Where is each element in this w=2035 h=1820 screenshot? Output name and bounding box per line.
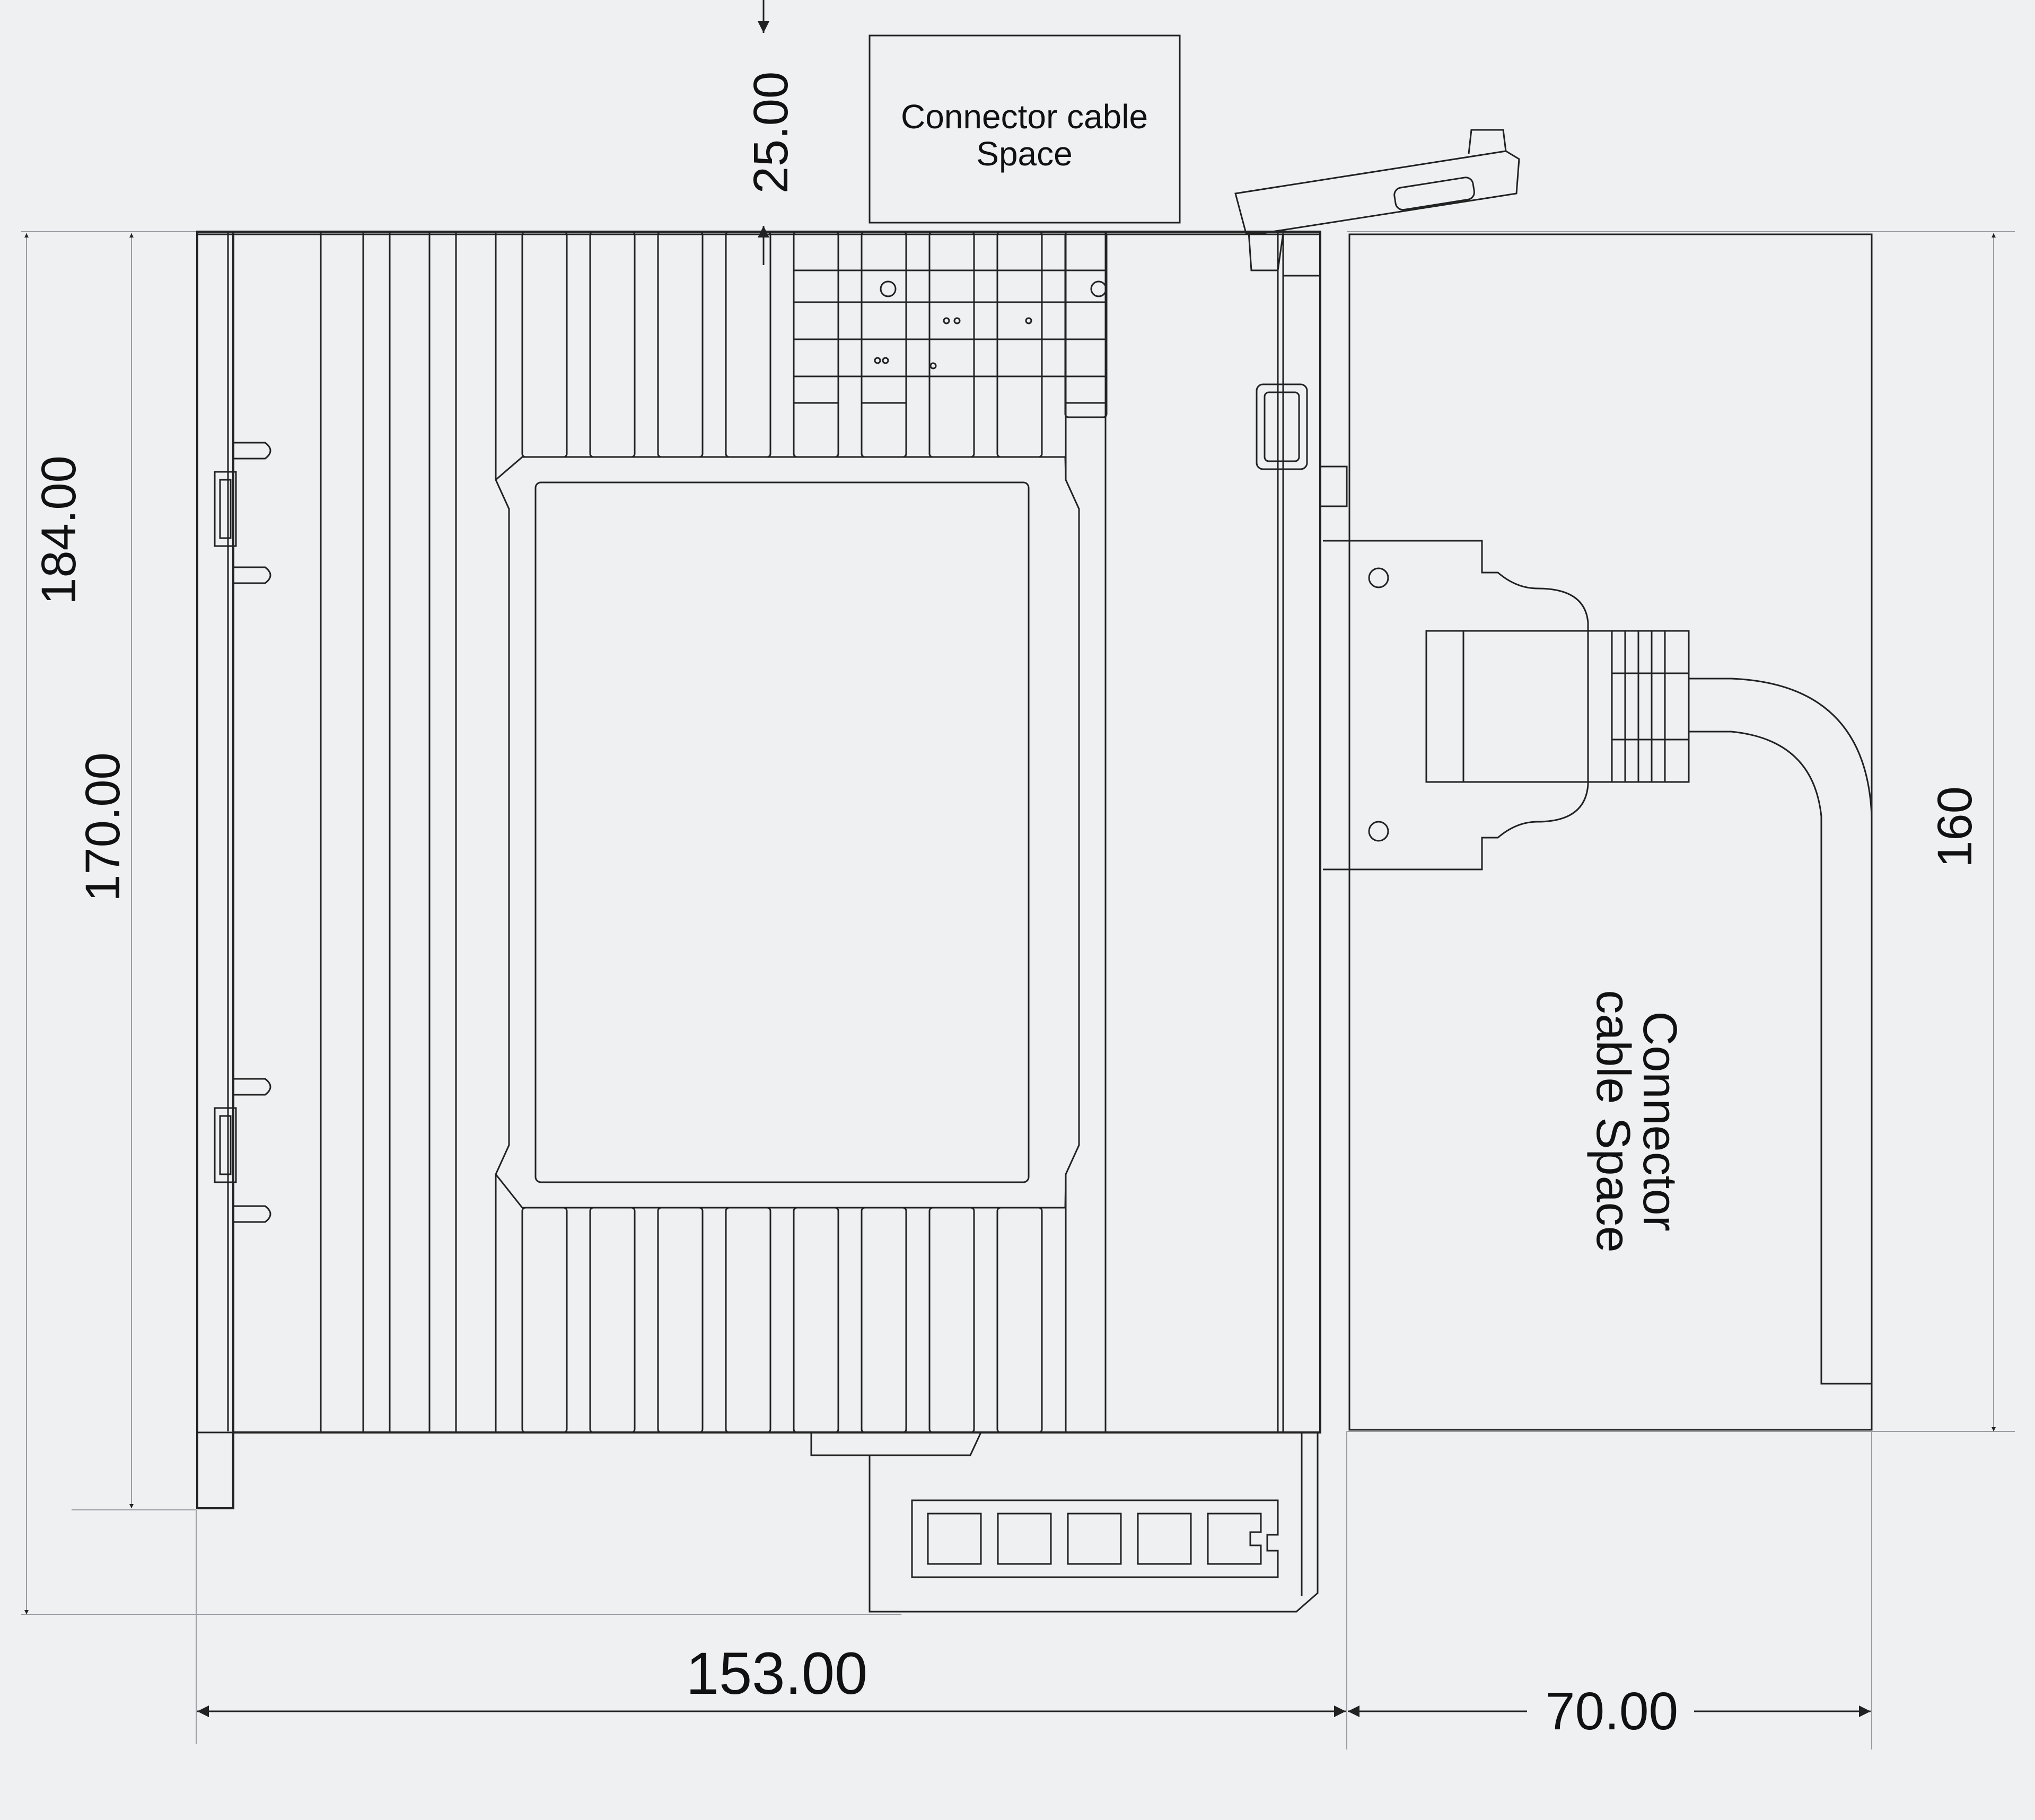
dimension-overall-height: 184.00	[32, 455, 86, 604]
dimension-body-height: 170.00	[76, 752, 130, 901]
front-label-panel	[495, 456, 1080, 1209]
dimension-clearance-top: 25.00	[744, 72, 798, 194]
mounting-clips	[214, 442, 271, 1223]
top-latch	[1234, 129, 1520, 271]
top-space-label-line1: Connector cable	[901, 98, 1148, 136]
side-plate	[1256, 232, 1348, 1432]
drive-body	[196, 129, 1873, 1613]
top-vent-slots	[521, 231, 1108, 458]
top-connector-space: Connector cable Space	[869, 34, 1181, 224]
dimension-body-width: 153.00	[686, 1640, 868, 1707]
heatsink-fins	[320, 232, 1279, 1432]
side-space-label-line1: Connector	[1633, 1011, 1686, 1231]
bottom-vent-slots	[521, 1207, 1043, 1434]
dimension-lines	[24, 0, 1996, 1717]
bottom-terminal-block	[810, 1431, 1319, 1613]
dimension-side-space-width: 70.00	[1546, 1682, 1678, 1741]
dimension-side-space-height: 160	[1928, 786, 1982, 868]
side-space-label-line2: cable Space	[1586, 990, 1639, 1252]
side-connector-space: Connector cable Space	[1348, 233, 1873, 1431]
top-space-label-line2: Space	[976, 135, 1072, 173]
side-connector-plug	[1323, 540, 1873, 1385]
